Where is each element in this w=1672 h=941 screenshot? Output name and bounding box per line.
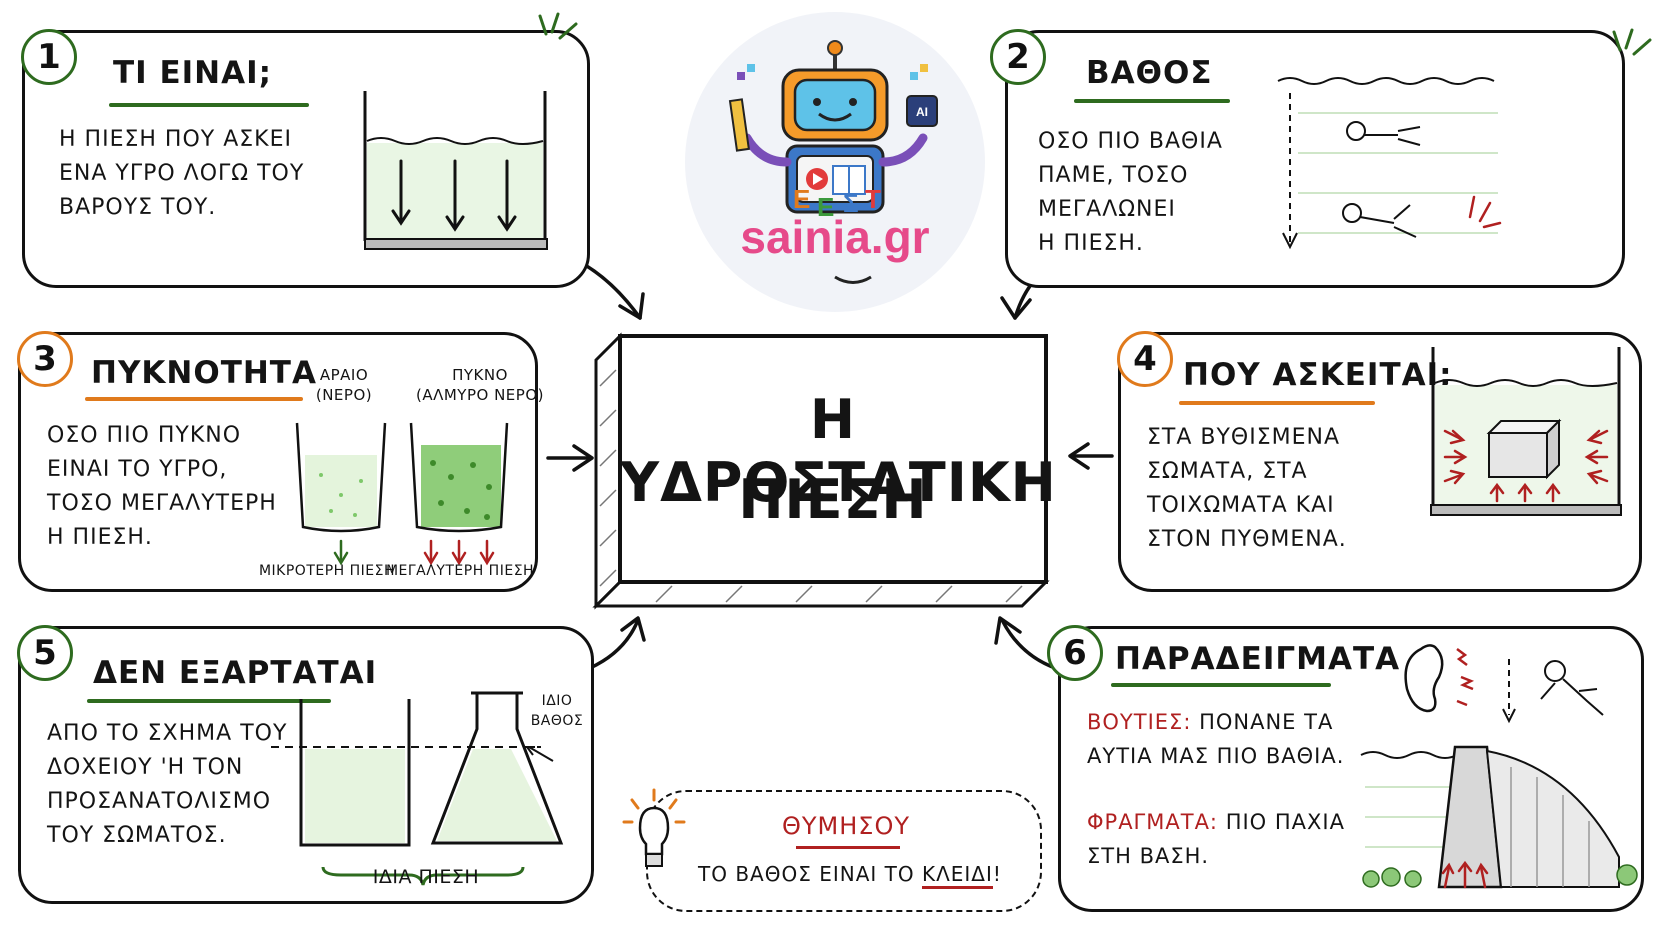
diver-icon	[1540, 660, 1604, 716]
card-title: ΔΕΝ ΕΞΑΡΤΑΤΑΙ	[93, 655, 378, 691]
card-title: ΠΑΡΑΔΕΙΓΜΑΤΑ	[1115, 641, 1401, 677]
ear-icon	[1404, 644, 1444, 713]
left-caption: ΜΙΚΡΟΤΕΡΗ ΠΙΕΣΗ	[258, 563, 396, 579]
sparkle-icon	[1612, 28, 1652, 56]
tank-pressure-illustration	[363, 91, 548, 250]
card-title: ΠΟΥ ΑΣΚΕΙΤΑΙ;	[1183, 357, 1453, 393]
card-number: 1	[21, 29, 77, 85]
example-dams: ΦΡΑΓΜΑΤΑ: ΠΙΟ ΠΑΧΙΑ ΣΤΗ ΒΑΣΗ.	[1087, 810, 1345, 868]
beaker-left-label: ΑΡΑΙΟ(ΝΕΡΟ)	[315, 366, 373, 404]
svg-text:Ε: Ε	[817, 192, 834, 222]
sparkle-icon	[538, 12, 578, 40]
example-dives: ΒΟΥΤΙΕΣ: ΠΟΝΑΝΕ ΤΑ ΑΥΤΙΑ ΜΑΣ ΠΙΟ ΒΑΘΙΑ.	[1087, 710, 1345, 768]
center-title-line1: Η ΥΔΡΟΣΤΑΤΙΚΗ	[620, 388, 1057, 514]
center-title-box: Η ΥΔΡΟΣΤΑΤΙΚΗ ΠΙΕΣΗ	[592, 332, 1057, 610]
reminder-text: ΤΟ ΒΑΘΟΣ ΕΙΝΑΙ ΤΟ ΚΛΕΙΔΙ!	[698, 862, 1002, 889]
bottom-caption: ΙΔΙΑ ΠΙΕΣΗ	[372, 866, 480, 888]
center-title-line2: ΠΙΕΣΗ	[738, 468, 928, 531]
title-underline	[1179, 401, 1375, 405]
svg-text:Τ: Τ	[865, 184, 881, 214]
title-underline	[87, 699, 331, 703]
title-underline	[1111, 683, 1331, 687]
lightbulb-icon	[622, 788, 686, 867]
card-number: 3	[17, 331, 73, 387]
svg-text:Σ: Σ	[843, 188, 859, 218]
beaker-right-label: ΠΥΚΝΟ(ΑΛΜΥΡΟ ΝΕΡΟ)	[415, 366, 544, 404]
diver-depth-illustration	[1277, 77, 1502, 250]
reminder-underline	[796, 846, 900, 849]
logo-text: sainia.gr	[740, 211, 930, 263]
arrow-card5	[588, 618, 640, 670]
card-title: ΤΙ ΕΙΝΑΙ;	[113, 55, 273, 91]
beakers-illustration	[295, 422, 509, 566]
card-title: ΒΑΘΟΣ	[1086, 55, 1213, 91]
card-number: 2	[990, 29, 1046, 85]
title-underline	[85, 397, 303, 401]
svg-text:AI: AI	[916, 105, 928, 119]
ear-diver-illustration	[1404, 644, 1604, 724]
robot-icon: AI Ε Ε Σ Τ	[728, 40, 938, 284]
card-number: 6	[1047, 625, 1103, 681]
diver-icon	[1342, 121, 1421, 238]
containers-illustration	[271, 691, 564, 886]
dam-illustration	[1360, 745, 1638, 889]
right-caption: ΜΕΓΑΛΥΤΕΡΗ ΠΙΕΣΗ	[385, 563, 535, 579]
title-underline	[1074, 99, 1230, 103]
svg-text:Ε: Ε	[793, 184, 810, 214]
card-title: ΠΥΚΝΟΤΗΤΑ	[91, 355, 317, 391]
arrow-card6	[1000, 618, 1057, 670]
title-underline	[109, 103, 309, 107]
box-3d-frame	[592, 332, 1050, 610]
reminder-box: ΘΥΜΗΣΟΥ ΤΟ ΒΑΘΟΣ ΕΙΝΑΙ ΤΟ ΚΛΕΙΔΙ!	[646, 790, 1042, 912]
card-number: 5	[17, 625, 73, 681]
card-number: 4	[1117, 331, 1173, 387]
cube-icon	[1486, 418, 1562, 480]
card-examples: 6 ΠΑΡΑΔΕΙΓΜΑΤΑ ΒΟΥΤΙΕΣ: ΠΟΝΑΝΕ ΤΑ ΑΥΤΙΑ …	[1047, 625, 1644, 912]
reminder-title: ΘΥΜΗΣΟΥ	[781, 812, 911, 840]
submerged-cube-illustration	[1430, 347, 1622, 516]
logo: AI Ε Ε Σ Τ sainia.gr	[685, 12, 985, 312]
